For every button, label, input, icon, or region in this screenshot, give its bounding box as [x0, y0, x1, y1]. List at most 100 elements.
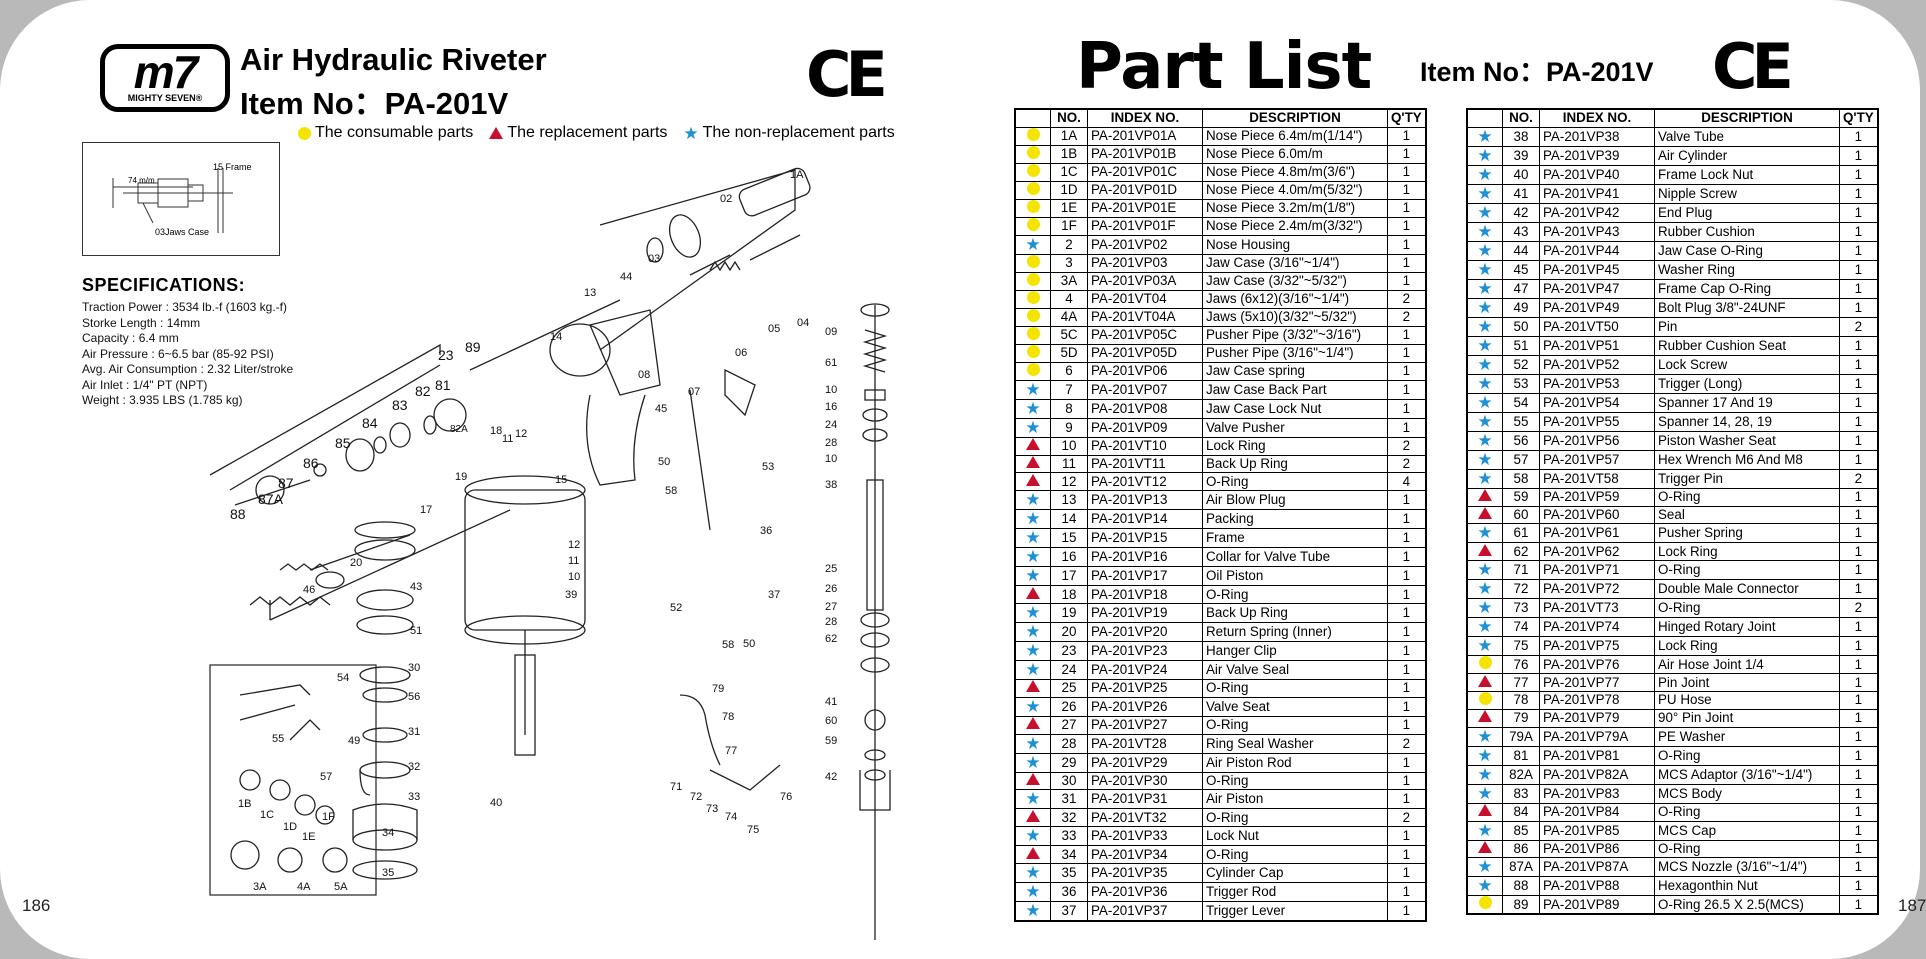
part-no: 60 [1502, 505, 1540, 525]
part-no: 43 [1502, 221, 1540, 242]
callout: 24 [825, 419, 837, 431]
part-type-symbol: ★ [1014, 696, 1051, 717]
part-description: Pin Joint [1654, 673, 1840, 692]
yellow-dot-icon [1026, 181, 1040, 195]
callout: 58 [722, 639, 734, 651]
callout: 1F [322, 811, 335, 823]
part-description: Trigger Pin [1654, 468, 1840, 489]
part-type-symbol: ★ [1014, 881, 1051, 902]
part-description: Piston Washer Seat [1654, 430, 1840, 451]
callout: 84 [362, 415, 378, 431]
callout: 58 [665, 485, 677, 497]
part-qty: 1 [1838, 240, 1879, 261]
index-no: PA-201VP57 [1539, 449, 1655, 470]
part-description: Trigger (Long) [1654, 373, 1840, 394]
blue-star-icon: ★ [1025, 547, 1041, 567]
part-no: 4A [1050, 307, 1088, 327]
item-number: Item No：PA-201V [1420, 57, 1654, 87]
part-qty: 2 [1386, 733, 1427, 754]
index-no: PA-201VT28 [1087, 733, 1203, 754]
index-no: PA-201VP06 [1087, 361, 1203, 381]
part-no: 1A [1050, 126, 1088, 146]
part-no: 49 [1502, 297, 1540, 318]
index-no: PA-201VP81 [1539, 745, 1655, 766]
index-no: PA-201VP89 [1539, 895, 1655, 915]
part-type-symbol [1014, 271, 1051, 291]
callout: 38 [825, 479, 837, 491]
part-qty: 1 [1386, 696, 1427, 717]
blue-star-icon: ★ [1477, 164, 1493, 184]
parts-legend: The consumable parts The replacement par… [298, 124, 895, 142]
part-type-symbol: ★ [1014, 733, 1051, 754]
header-description: DESCRIPTION [1202, 108, 1388, 128]
part-no: 30 [1050, 771, 1088, 791]
index-no: PA-201VP47 [1539, 278, 1655, 299]
part-description: O-Ring [1654, 839, 1840, 859]
part-type-symbol [1014, 343, 1051, 363]
index-no: PA-201VP77 [1539, 673, 1655, 692]
callout: 42 [825, 771, 837, 783]
callout: 20 [350, 557, 362, 569]
part-qty: 1 [1838, 542, 1879, 562]
page-title: Air Hydraulic Riveter [240, 42, 547, 77]
part-no: 10 [1050, 436, 1088, 456]
item-number: Item No：PA-201V [240, 86, 509, 121]
part-qty: 1 [1838, 523, 1879, 544]
part-qty: 1 [1386, 216, 1427, 236]
part-description: Nose Piece 3.2m/m(1/8") [1202, 198, 1388, 218]
red-triangle-icon [1026, 717, 1040, 730]
part-type-symbol [1014, 180, 1051, 200]
part-type-symbol: ★ [1014, 900, 1051, 922]
part-no: 79 [1502, 708, 1540, 728]
part-type-symbol [1014, 808, 1051, 828]
part-type-symbol: ★ [1014, 528, 1051, 549]
red-triangle-icon [1026, 586, 1040, 599]
part-qty: 1 [1386, 900, 1427, 922]
page-number: 187 [1898, 896, 1926, 915]
part-no: 1B [1050, 144, 1088, 164]
part-description: Jaw Case O-Ring [1654, 240, 1840, 261]
inset-length-label: 74 m/m [128, 176, 155, 185]
part-qty: 1 [1386, 862, 1427, 883]
callout: 30 [408, 662, 420, 674]
part-type-symbol [1014, 198, 1051, 218]
part-description: Seal [1654, 505, 1840, 525]
index-no: PA-201VP79 [1539, 708, 1655, 728]
part-list-title: Part List [1076, 30, 1372, 104]
yellow-dot-icon [1026, 145, 1040, 159]
red-triangle-icon [1478, 710, 1492, 723]
part-description: Nose Piece 4.8m/m(3/6") [1202, 162, 1388, 182]
part-type-symbol [1466, 802, 1503, 822]
part-no: 3 [1050, 253, 1088, 273]
part-type-symbol [1466, 690, 1503, 710]
part-qty: 4 [1386, 472, 1427, 492]
callout: 12 [568, 539, 580, 551]
part-qty: 1 [1386, 325, 1427, 345]
callout: 52 [670, 602, 682, 614]
blue-star-icon: ★ [1025, 528, 1041, 548]
index-no: PA-201VP42 [1539, 202, 1655, 223]
part-qty: 1 [1838, 183, 1879, 204]
part-description: Pusher Spring [1654, 523, 1840, 544]
part-type-symbol: ★ [1466, 579, 1503, 600]
part-no: 1D [1050, 180, 1088, 200]
index-no: PA-201VP78 [1539, 690, 1655, 710]
index-no: PA-201VP33 [1087, 826, 1203, 847]
index-no: PA-201VP07 [1087, 379, 1203, 400]
callout: 72 [690, 791, 702, 803]
part-description: Air Hose Joint 1/4 [1654, 655, 1840, 675]
